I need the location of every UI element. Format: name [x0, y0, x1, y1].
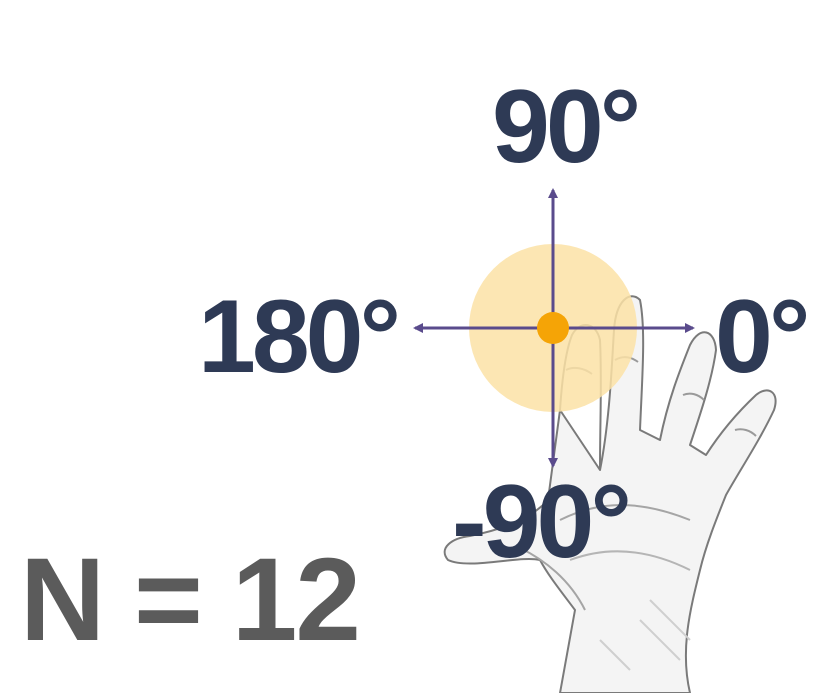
direction-arrows	[413, 188, 695, 468]
label-minus-90-degrees: -90°	[452, 464, 628, 580]
sample-size-label: N = 12	[20, 534, 359, 666]
label-0-degrees: 0°	[715, 279, 807, 395]
label-180-degrees: 180°	[198, 279, 398, 395]
center-dot	[537, 312, 569, 344]
label-90-degrees: 90°	[492, 69, 638, 185]
